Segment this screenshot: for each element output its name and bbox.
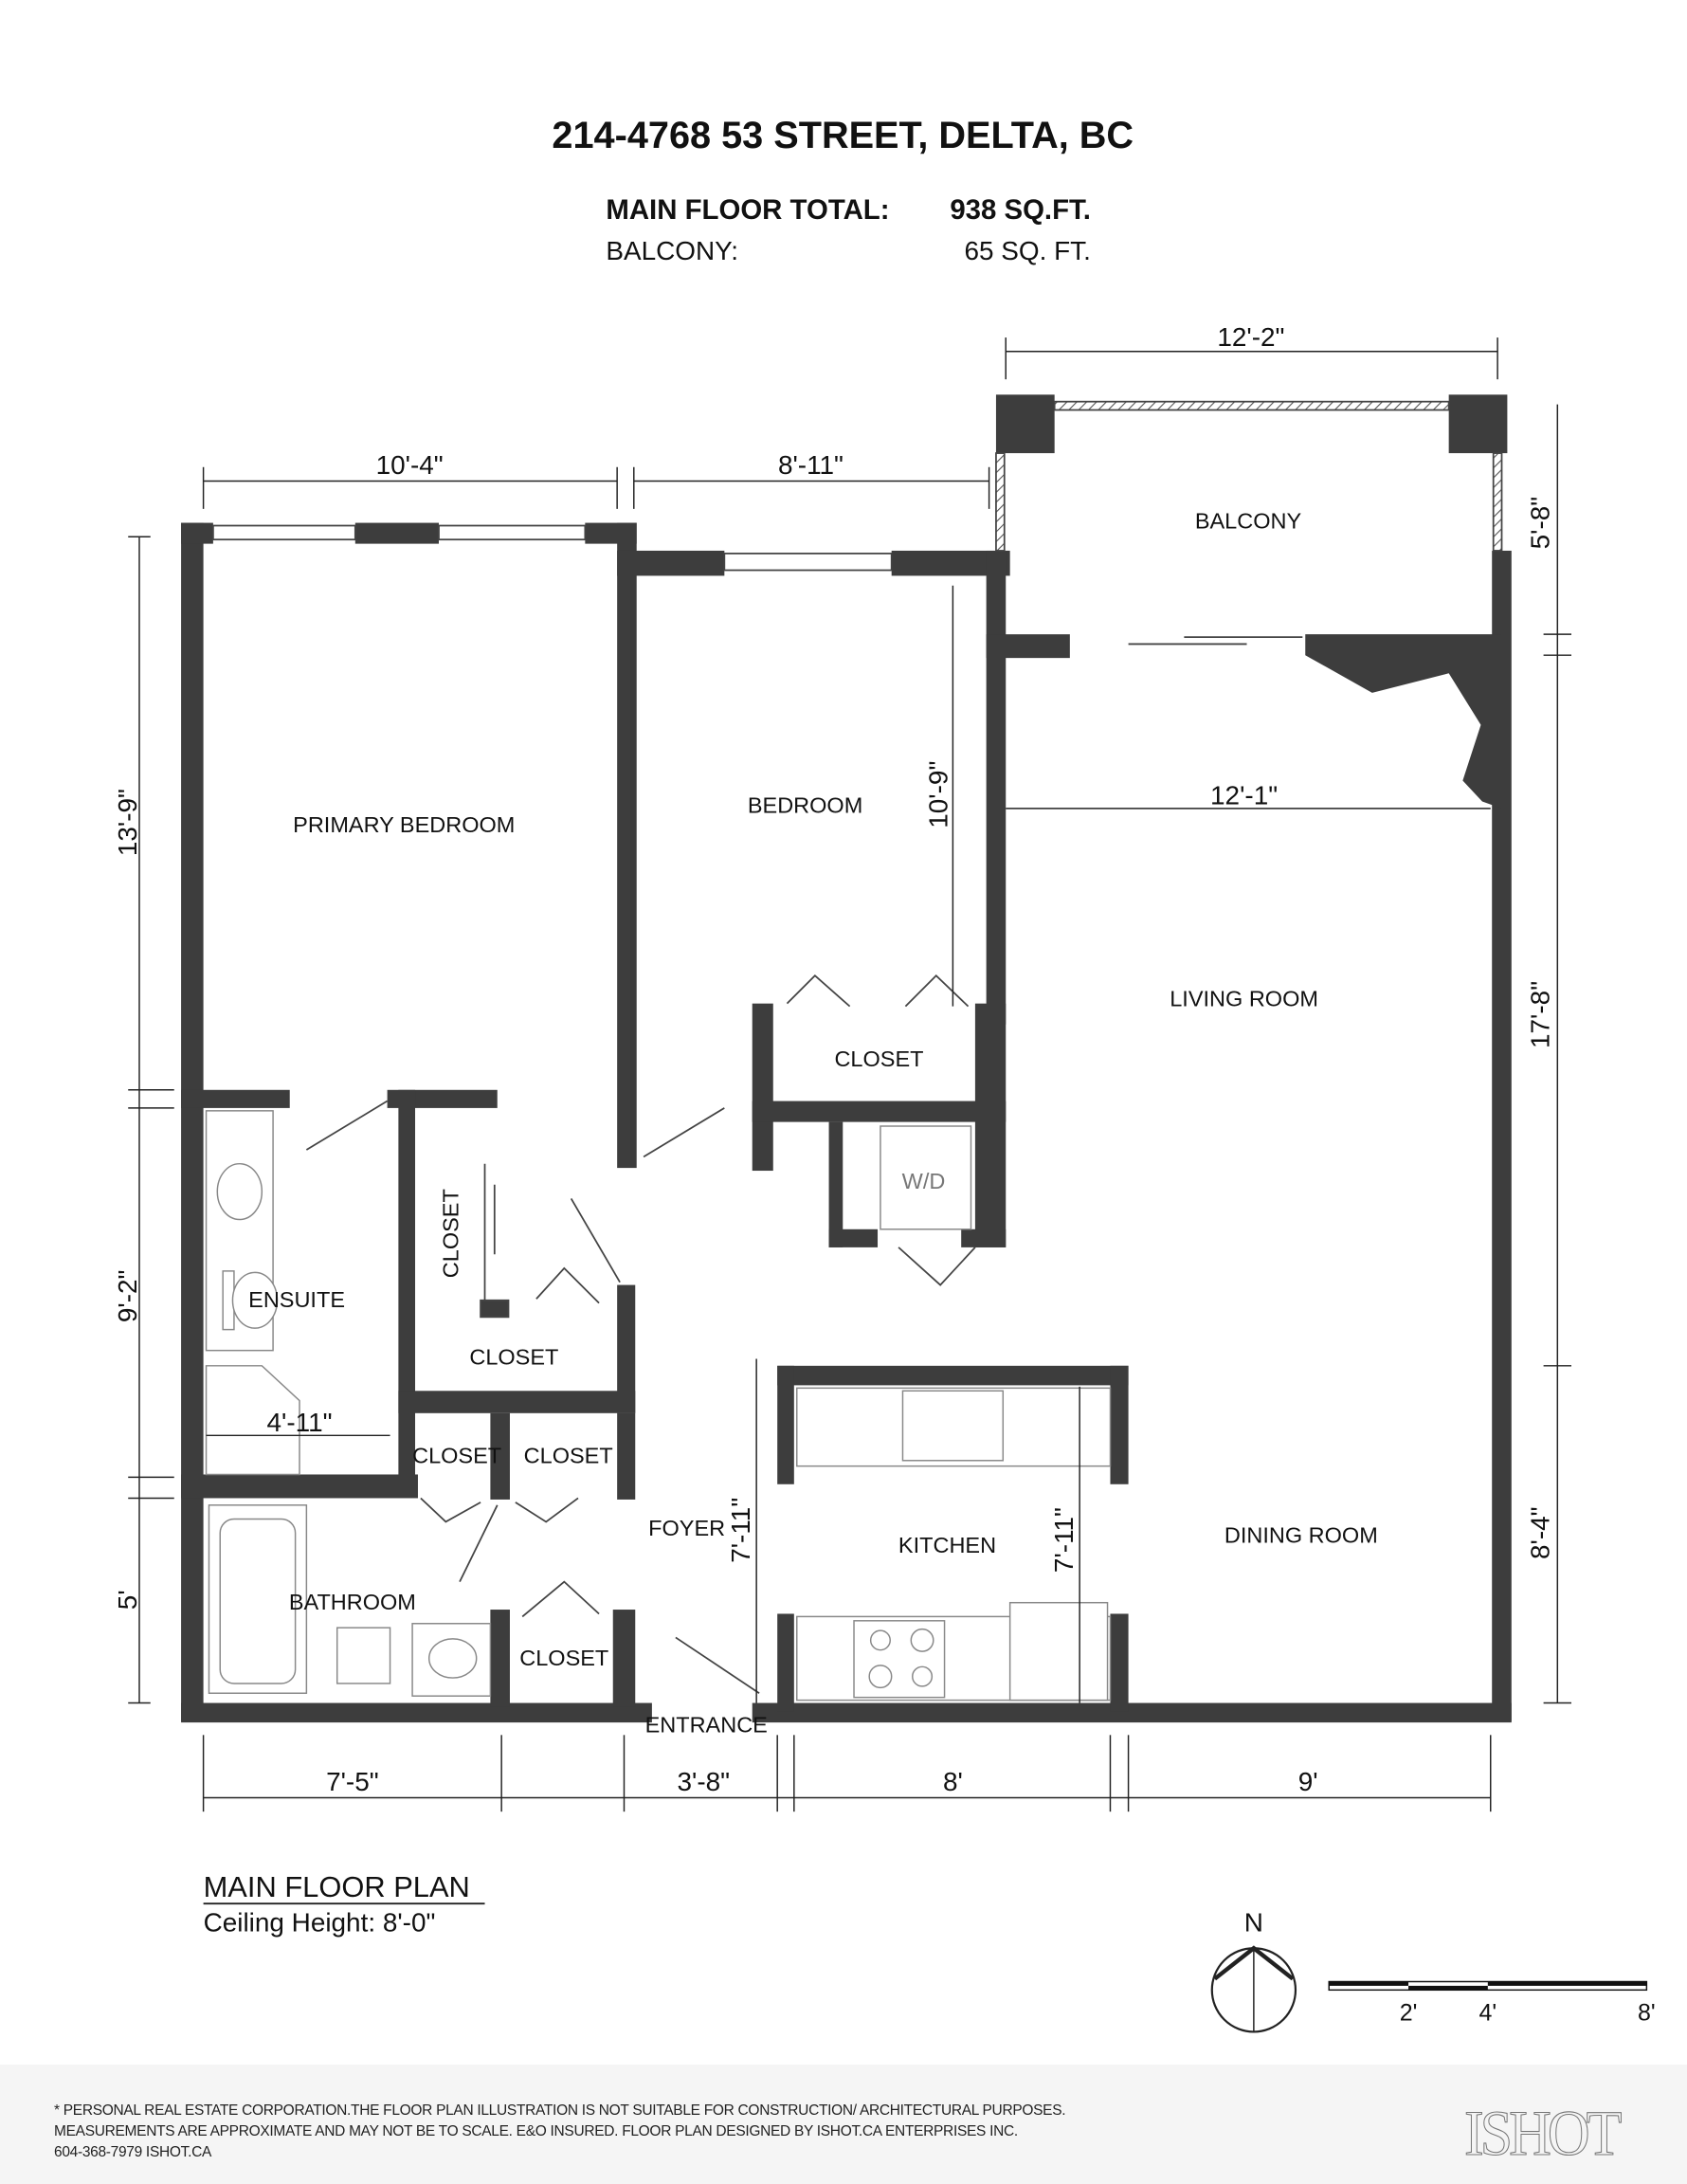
- main-floor-label: MAIN FLOOR TOTAL:: [606, 194, 889, 226]
- fixtures: [205, 1110, 1112, 1702]
- label-living-room: LIVING ROOM: [1170, 987, 1318, 1011]
- label-bedroom: BEDROOM: [748, 792, 862, 817]
- doors: [305, 974, 976, 1694]
- dim-bottom-bath: 7'-5": [326, 1767, 379, 1796]
- dim-left-ensuite: 9'-2": [113, 1270, 142, 1323]
- label-dining-room: DINING ROOM: [1224, 1522, 1378, 1547]
- washer-dryer: [880, 1125, 972, 1230]
- label-bedroom-closet: CLOSET: [834, 1046, 923, 1071]
- label-wd: W/D: [902, 1169, 946, 1193]
- bath-sink-icon: [427, 1638, 478, 1679]
- north-compass-icon: N: [1210, 1908, 1297, 2033]
- scale-bar: 2' 4' 8': [1328, 1980, 1656, 2027]
- dim-bedroom-depth: 10'-9": [924, 761, 953, 828]
- balcony-area-value: 65 SQ. FT.: [965, 236, 1091, 265]
- label-primary-bedroom: PRIMARY BEDROOM: [293, 812, 515, 837]
- label-entry-closet: CLOSET: [519, 1646, 608, 1670]
- label-foyer: FOYER: [648, 1516, 725, 1540]
- label-ensuite: ENSUITE: [248, 1287, 345, 1312]
- scale-label-4: 4': [1478, 2000, 1497, 2027]
- label-entrance: ENTRANCE: [645, 1712, 768, 1737]
- dim-right-living: 17'-8": [1525, 981, 1554, 1048]
- label-closet-vertical: CLOSET: [439, 1189, 463, 1278]
- room-labels: PRIMARY BEDROOM BEDROOM BALCONY LIVING R…: [248, 508, 1378, 1737]
- label-walkin-closet: CLOSET: [469, 1344, 558, 1369]
- dimension-labels: 10'-4" 8'-11" 12'-2" 5'-8" 10'-9" 12'-1"…: [113, 322, 1554, 1796]
- footer: * PERSONAL REAL ESTATE CORPORATION.THE F…: [0, 2065, 1687, 2184]
- dim-bottom-entrance: 3'-8": [677, 1767, 730, 1796]
- fridge: [1008, 1601, 1109, 1702]
- dim-top-primary: 10'-4": [376, 450, 444, 480]
- dim-left-bath: 5': [113, 1590, 142, 1610]
- label-hall-closet-2: CLOSET: [524, 1444, 613, 1468]
- label-balcony: BALCONY: [1195, 508, 1302, 533]
- scale-label-8: 8': [1638, 2000, 1656, 2027]
- disclaimer-line-1: * PERSONAL REAL ESTATE CORPORATION.THE F…: [54, 2102, 1066, 2119]
- label-hall-closet-1: CLOSET: [412, 1444, 501, 1468]
- windows: [212, 400, 1503, 646]
- disclaimer-line-2: MEASUREMENTS ARE APPROXIMATE AND MAY NOT…: [54, 2123, 1018, 2139]
- dim-top-balcony: 12'-2": [1217, 322, 1284, 352]
- main-floor-value: 938 SQ.FT.: [950, 194, 1091, 226]
- dim-living-width: 12'-1": [1210, 780, 1278, 810]
- plan-title: MAIN FLOOR PLAN: [204, 1870, 470, 1903]
- dim-kitchen-right: 7'-11": [1049, 1507, 1079, 1573]
- dim-bottom-kitchen: 8': [943, 1767, 963, 1796]
- dim-right-dining: 8'-4": [1525, 1506, 1554, 1559]
- dim-kitchen-left: 7'-11": [726, 1498, 755, 1563]
- kitchen-sink-icon: [901, 1390, 1005, 1462]
- ceiling-height: Ceiling Height: 8'-0": [204, 1908, 436, 1938]
- ensuite-toilet-icon: [231, 1271, 279, 1329]
- north-label: N: [1244, 1908, 1263, 1938]
- address-title: 214-4768 53 STREET, DELTA, BC: [552, 115, 1134, 156]
- contact-line: 604-368-7979 ISHOT.CA: [54, 2144, 212, 2160]
- dim-bottom-dining: 9': [1298, 1767, 1318, 1796]
- dim-left-primary: 13'-9": [113, 789, 142, 856]
- dim-top-bedroom: 8'-11": [778, 450, 844, 480]
- ensuite-sink-icon: [216, 1162, 263, 1221]
- balcony-area-label: BALCONY:: [606, 236, 738, 265]
- scale-label-2: 2': [1400, 2000, 1418, 2027]
- dimension-lines: [128, 337, 1572, 1812]
- label-kitchen: KITCHEN: [898, 1533, 996, 1557]
- dim-balcony-depth: 5'-8": [1525, 497, 1554, 550]
- shower-icon: [205, 1365, 300, 1476]
- label-bathroom: BATHROOM: [289, 1590, 416, 1614]
- bath-toilet-icon: [336, 1627, 391, 1684]
- ishot-logo: ISHOT: [1464, 2098, 1624, 2170]
- walls: [181, 394, 1512, 1723]
- dim-ensuite-width: 4'-11": [267, 1408, 333, 1437]
